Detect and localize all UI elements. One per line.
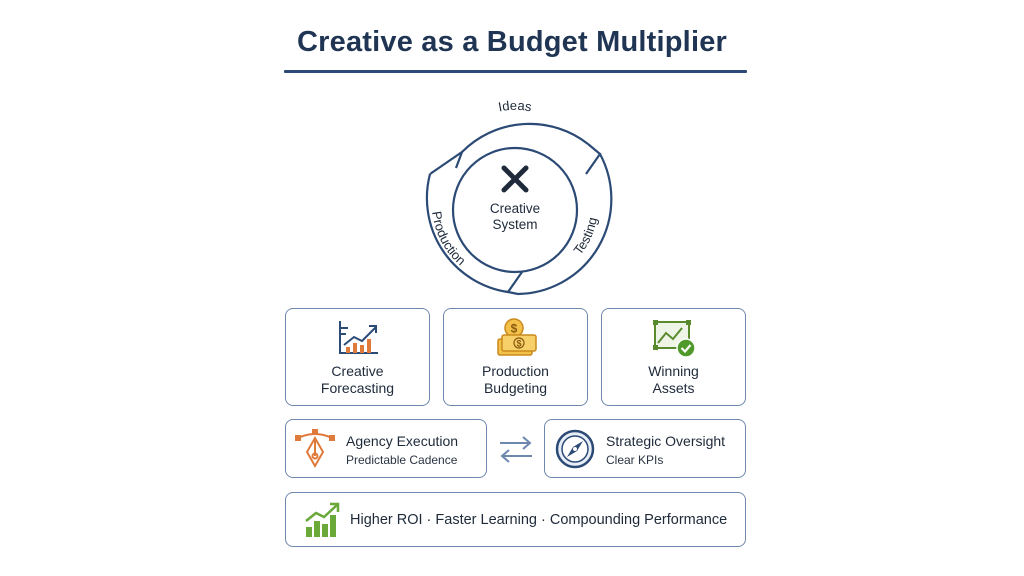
pillar-label-line1: Production (482, 363, 549, 379)
svg-text:$: $ (511, 322, 518, 336)
pillar-label-line2: Assets (652, 380, 695, 396)
creative-system-cycle: Creative System Ideas Testing Production (410, 96, 620, 301)
verified-asset-icon (653, 320, 696, 358)
money-stack-icon: $ $ (497, 318, 537, 356)
pillar-card-forecasting: Creative Forecasting (285, 308, 430, 406)
svg-text:$: $ (516, 339, 521, 349)
chart-growth-icon (339, 321, 378, 354)
compass-icon (555, 429, 595, 469)
page-title: Creative as a Budget Multiplier (296, 26, 728, 58)
strategic-oversight-card: Strategic Oversight Clear KPIs (544, 419, 746, 478)
x-icon (501, 165, 529, 193)
outcome-banner: Higher ROI · Faster Learning · Compoundi… (285, 492, 746, 547)
swap-arrows-icon (500, 436, 532, 463)
pillar-card-assets: Winning Assets (601, 308, 746, 406)
agency-execution-card: Agency Execution Predictable Cadence (285, 419, 487, 478)
pillar-label-line1: Winning (648, 363, 699, 379)
pillar-label-line1: Creative (331, 363, 384, 379)
oversight-title: Strategic Oversight (606, 433, 726, 449)
pillar-card-budgeting: $ $ Production Budgeting (443, 308, 588, 406)
growth-bars-icon (305, 502, 340, 537)
outcome-text: Higher ROI · Faster Learning · Compoundi… (350, 512, 728, 528)
cycle-arc-ideas (461, 122, 589, 153)
pillar-label-line2: Forecasting (320, 380, 395, 396)
title-underline (284, 70, 747, 73)
cycle-arc-testing (517, 153, 613, 296)
agency-subtitle: Predictable Cadence (346, 453, 458, 467)
cycle-arc-production (425, 173, 509, 294)
cycle-center-line2: System (492, 217, 537, 232)
agency-title: Agency Execution (346, 433, 459, 449)
cycle-center-line1: Creative (490, 201, 540, 216)
oversight-subtitle: Clear KPIs (606, 453, 664, 467)
cycle-label-ideas: Ideas (497, 98, 533, 115)
pen-tool-icon (295, 429, 335, 469)
pillar-label-line2: Budgeting (483, 380, 548, 396)
